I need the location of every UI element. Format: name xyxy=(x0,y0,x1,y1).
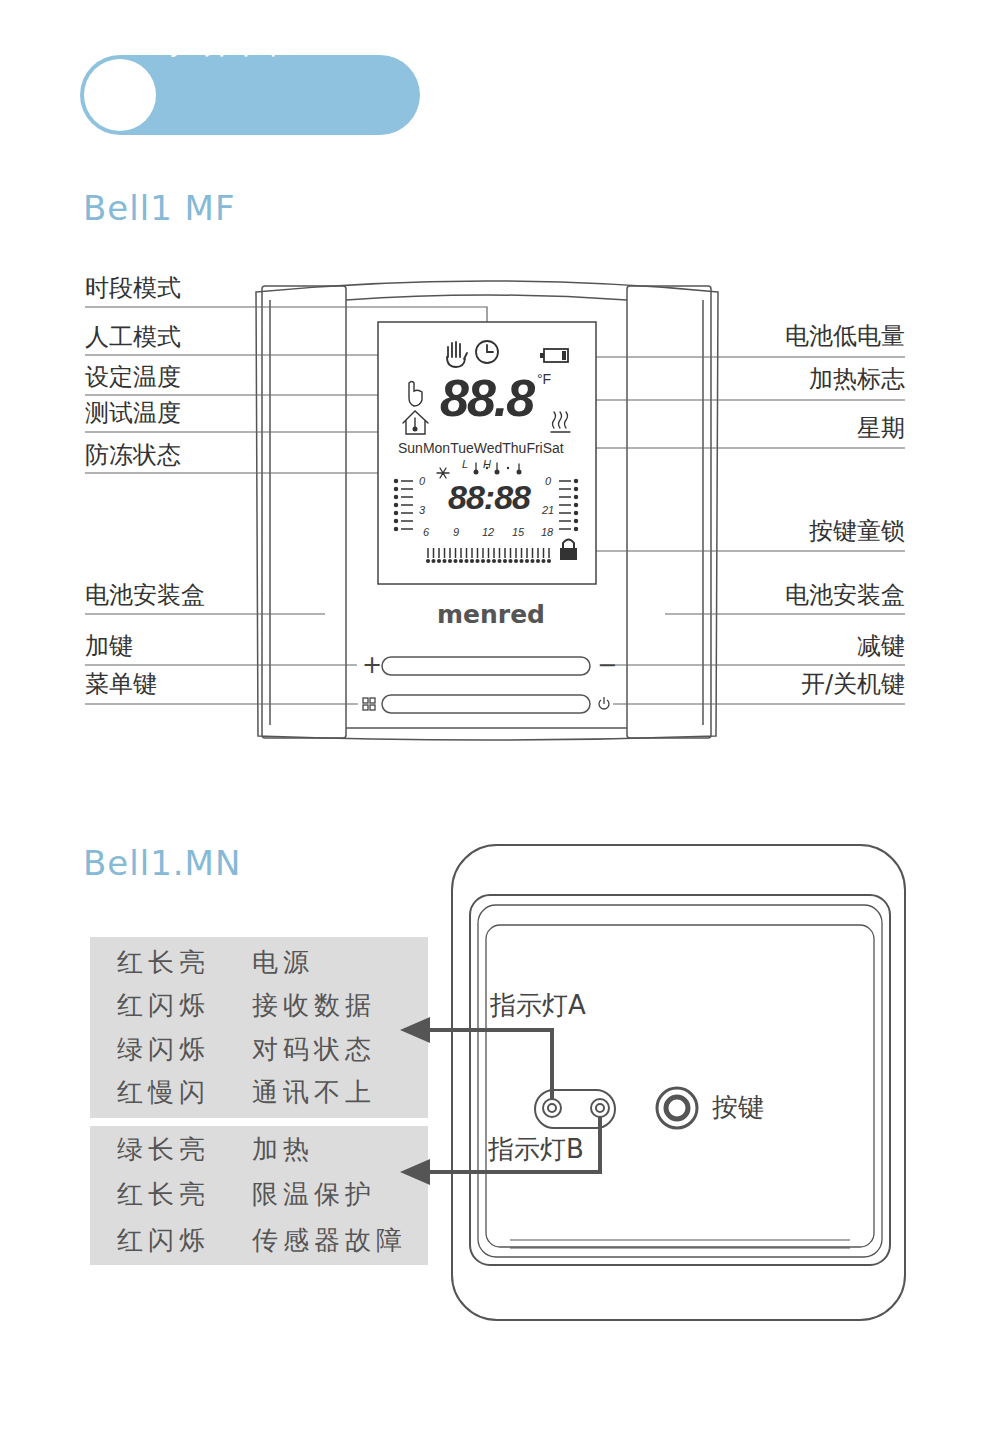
node-text: 0 xyxy=(419,476,425,487)
thermostat-body: menred 88.8 °F SunMonTueWedThuFriSatL H 88:88… xyxy=(255,280,718,740)
lcd-display: 88.8 °F SunMonTueWedThuFriSatL H 88:88 0 3 6 9 12… xyxy=(378,322,596,584)
node-text: 88:88 xyxy=(448,480,530,514)
node-text: 0 xyxy=(545,476,551,487)
button-icons xyxy=(363,697,609,710)
title-circle xyxy=(84,59,156,131)
title-band: 显示界面 xyxy=(80,55,420,135)
callout-label: 菜单键 xyxy=(85,670,157,699)
node-text: 按键 xyxy=(712,1092,764,1123)
node-text: menred xyxy=(437,600,545,630)
node-text: 显示界面 xyxy=(115,17,283,63)
node-text: 21 xyxy=(542,505,554,516)
callout-label: 人工模式 xyxy=(85,323,181,352)
callout-label: 指示灯A xyxy=(490,990,586,1021)
node-text: °F xyxy=(537,372,551,386)
callout-label: 电池低电量 xyxy=(785,322,905,351)
node-text: 3 xyxy=(419,505,425,516)
led-table-b: 绿长亮 加热红长亮 限温保护红闪烁 传感器故障 xyxy=(90,1126,428,1265)
thermostat-housing xyxy=(256,281,718,740)
node-text: 限温保护 xyxy=(252,1179,376,1210)
node-text: 12 xyxy=(482,527,494,538)
node-text: 绿长亮 xyxy=(117,1134,210,1165)
callout-label: 设定温度 xyxy=(85,363,181,392)
arrow-head xyxy=(400,1017,430,1185)
callout-label: 星期 xyxy=(857,414,905,443)
callout-label: 电池安装盒 xyxy=(85,581,205,610)
callout-label: 加热标志 xyxy=(809,365,905,394)
node-text: 电源 xyxy=(252,947,314,978)
callout-label: 按键童锁 xyxy=(809,517,905,546)
node-text: 6 xyxy=(423,527,429,538)
node-text: 红闪烁 xyxy=(117,1225,210,1256)
callout-label: Bell1.MN xyxy=(83,843,241,884)
callout-label: 指示灯B xyxy=(488,1134,584,1165)
callout-label: 开/关机键 xyxy=(801,670,905,699)
node-text: 传感器故障 xyxy=(252,1225,407,1256)
node-text: 绿闪烁 xyxy=(117,1034,210,1065)
node-text: 红长亮 xyxy=(117,1179,210,1210)
node-text: H xyxy=(483,459,491,470)
lcd-screen xyxy=(378,322,596,584)
led-table-a: 红长亮 电源红闪烁 接收数据绿闪烁 对码状态红慢闪 通讯不上 xyxy=(90,937,428,1118)
callout-label: 测试温度 xyxy=(85,399,181,428)
node-text: 加热 xyxy=(252,1134,314,1165)
receiver-box: 按键 xyxy=(452,845,905,1320)
receiver-device xyxy=(452,845,905,1320)
node-text: 对码状态 xyxy=(252,1034,376,1065)
callout-label: 加键 xyxy=(85,632,133,661)
node-text: 9 xyxy=(453,527,459,538)
node-text: 15 xyxy=(512,527,524,538)
node-text: 红闪烁 xyxy=(117,990,210,1021)
callout-label: − xyxy=(597,651,617,680)
node-text: 18 xyxy=(541,527,553,538)
callout-label: 防冻状态 xyxy=(85,441,181,470)
node-text: 红慢闪 xyxy=(117,1077,210,1108)
indicator-arrow xyxy=(426,1030,600,1172)
node-text: L xyxy=(462,459,468,470)
callout-label: Bell1 MF xyxy=(83,188,235,229)
callout-label: + xyxy=(362,651,382,680)
node-text: 红长亮 xyxy=(117,947,210,978)
callout-label: 电池安装盒 xyxy=(785,581,905,610)
callout-label: 减键 xyxy=(857,632,905,661)
node-text: 通讯不上 xyxy=(252,1077,376,1108)
node-text: 接收数据 xyxy=(252,990,376,1021)
leader-lines xyxy=(85,307,905,704)
callout-label: 时段模式 xyxy=(85,274,181,303)
node-text: 88.8 xyxy=(440,372,533,424)
node-text: SunMonTueWedThuFriSat xyxy=(398,441,564,455)
